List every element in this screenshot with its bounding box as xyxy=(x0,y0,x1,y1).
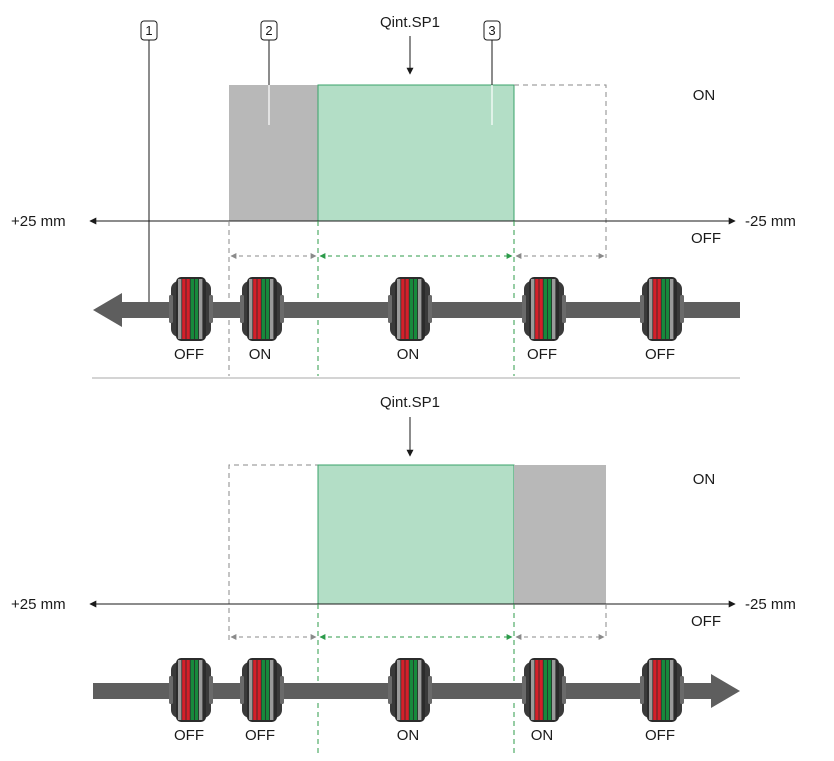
svg-text:1: 1 xyxy=(145,23,152,38)
top-target-4: OFF xyxy=(522,277,566,363)
bottom-target-1-state: OFF xyxy=(174,727,204,744)
bottom-axis-left-label: +25 mm xyxy=(11,596,66,613)
bottom-target-4-state: ON xyxy=(531,727,554,744)
bottom-off-label: OFF xyxy=(691,613,721,630)
bottom-target-1: OFF xyxy=(169,658,213,744)
bottom-target-3: ON xyxy=(388,658,432,744)
top-dashed-outline xyxy=(514,84,607,258)
bottom-target-2-state: OFF xyxy=(245,727,275,744)
top-target-5-state: OFF xyxy=(645,346,675,363)
top-panel: Qint.SP1 1 2 3 ON OFF +25 mm -25 mm xyxy=(11,14,796,376)
callout-2: 2 xyxy=(260,20,278,125)
top-axis-right-label: -25 mm xyxy=(745,213,796,230)
top-target-3-state: ON xyxy=(397,346,420,363)
bottom-switching-window xyxy=(317,464,515,605)
svg-text:2: 2 xyxy=(265,23,272,38)
top-target-2: ON xyxy=(240,277,284,363)
bottom-target-4: ON xyxy=(522,658,566,744)
top-target-1: OFF xyxy=(169,277,213,363)
callout-3: 3 xyxy=(483,20,501,125)
bottom-on-label: ON xyxy=(693,471,716,488)
bottom-target-2: OFF xyxy=(240,658,284,744)
top-target-5: OFF xyxy=(640,277,684,363)
svg-text:3: 3 xyxy=(488,23,495,38)
top-axis-left-label: +25 mm xyxy=(11,213,66,230)
bottom-dashed-outline xyxy=(228,464,318,640)
top-off-label: OFF xyxy=(691,230,721,247)
top-hysteresis-area xyxy=(229,85,318,221)
bottom-axis-right-label: -25 mm xyxy=(745,596,796,613)
bottom-hysteresis-area xyxy=(514,465,606,604)
top-targets: OFF ON ON OFF OFF xyxy=(169,277,684,363)
callout-1: 1 xyxy=(140,20,158,312)
top-target-2-state: ON xyxy=(249,346,272,363)
bottom-target-5-state: OFF xyxy=(645,727,675,744)
top-setpoint-label: Qint.SP1 xyxy=(380,14,440,31)
bottom-target-5: OFF xyxy=(640,658,684,744)
bottom-targets: OFF OFF ON ON OFF xyxy=(169,658,684,744)
bottom-setpoint-label: Qint.SP1 xyxy=(380,394,440,411)
bottom-panel: Qint.SP1 ON OFF +25 mm -25 mm OFF OFF ON ON… xyxy=(11,394,796,756)
bottom-target-3-state: ON xyxy=(397,727,420,744)
top-on-label: ON xyxy=(693,87,716,104)
top-switching-window xyxy=(317,84,515,222)
top-target-4-state: OFF xyxy=(527,346,557,363)
top-target-1-state: OFF xyxy=(174,346,204,363)
top-target-3: ON xyxy=(388,277,432,363)
